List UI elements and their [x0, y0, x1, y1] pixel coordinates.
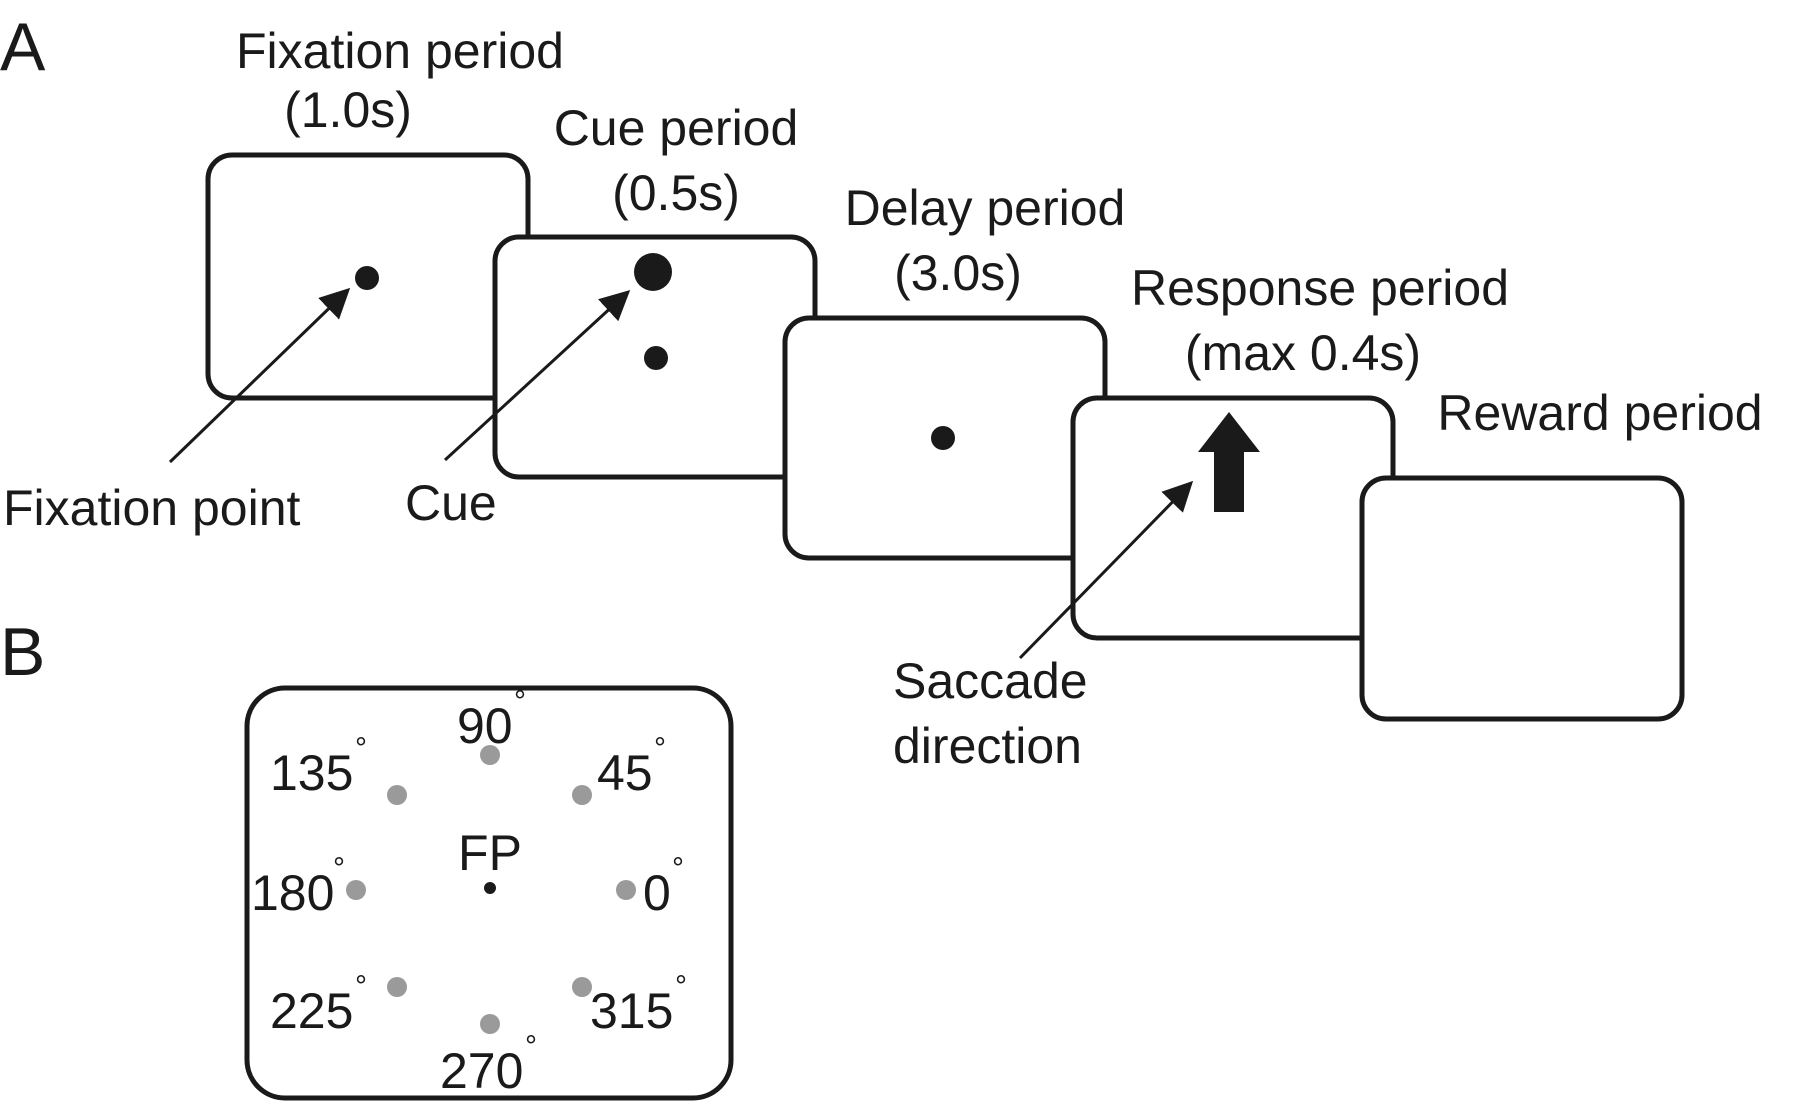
- angle-315-degree: °: [675, 970, 687, 1003]
- saccade-label-line1: Saccade: [893, 653, 1088, 709]
- fixation-point-dot: [355, 266, 379, 290]
- cue-pointer: [443, 289, 631, 462]
- delay-period-duration: (3.0s): [894, 245, 1022, 301]
- panel-b-label: B: [0, 614, 45, 690]
- cue-screen-fixation-dot: [644, 346, 668, 370]
- angle-45-degree: °: [654, 732, 666, 765]
- fixation-point-label: Fixation point: [3, 480, 300, 536]
- target-135-dot: [387, 785, 407, 805]
- angle-180-degree: °: [333, 852, 345, 885]
- angle-45-label: 45: [597, 745, 653, 801]
- cue-period-duration: (0.5s): [612, 165, 740, 221]
- fixation-period-title: Fixation period: [236, 23, 564, 79]
- angle-90-degree: °: [514, 685, 526, 718]
- angle-135-degree: °: [355, 732, 367, 765]
- angle-225-label: 225: [270, 983, 353, 1039]
- panel-a-label: A: [0, 9, 46, 85]
- fixation-point-pointer: [168, 287, 351, 464]
- saccade-label-line2: direction: [893, 718, 1082, 774]
- saccade-arrow-icon: [1198, 412, 1260, 512]
- response-period-duration: (max 0.4s): [1185, 325, 1421, 381]
- saccade-pointer: [1018, 480, 1194, 660]
- cue-label: Cue: [405, 475, 497, 531]
- fp-dot: [484, 882, 496, 894]
- delay-period-title: Delay period: [845, 180, 1126, 236]
- angle-225-degree: °: [355, 970, 367, 1003]
- target-45-dot: [572, 785, 592, 805]
- cue-period-title: Cue period: [554, 100, 799, 156]
- angle-270-label: 270: [440, 1043, 523, 1099]
- target-225-dot: [387, 977, 407, 997]
- angle-315-label: 315: [590, 983, 673, 1039]
- angle-0-label: 0: [643, 865, 671, 921]
- target-0-dot: [616, 880, 636, 900]
- fp-label: FP: [458, 825, 522, 881]
- cue-dot: [634, 253, 672, 291]
- angle-180-label: 180: [251, 865, 334, 921]
- delay-screen-fixation-dot: [931, 426, 955, 450]
- response-period-title: Response period: [1131, 260, 1509, 316]
- reward-period-title: Reward period: [1437, 385, 1762, 441]
- reward-screen: [1359, 475, 1685, 722]
- angle-90-label: 90: [457, 698, 513, 754]
- target-315-dot: [572, 977, 592, 997]
- target-90-dot: [480, 745, 500, 765]
- target-270-dot: [480, 1014, 500, 1034]
- target-180-dot: [346, 880, 366, 900]
- angle-0-degree: °: [672, 852, 684, 885]
- fixation-period-duration: (1.0s): [284, 82, 412, 138]
- angle-270-degree: °: [525, 1030, 537, 1063]
- angle-135-label: 135: [270, 745, 353, 801]
